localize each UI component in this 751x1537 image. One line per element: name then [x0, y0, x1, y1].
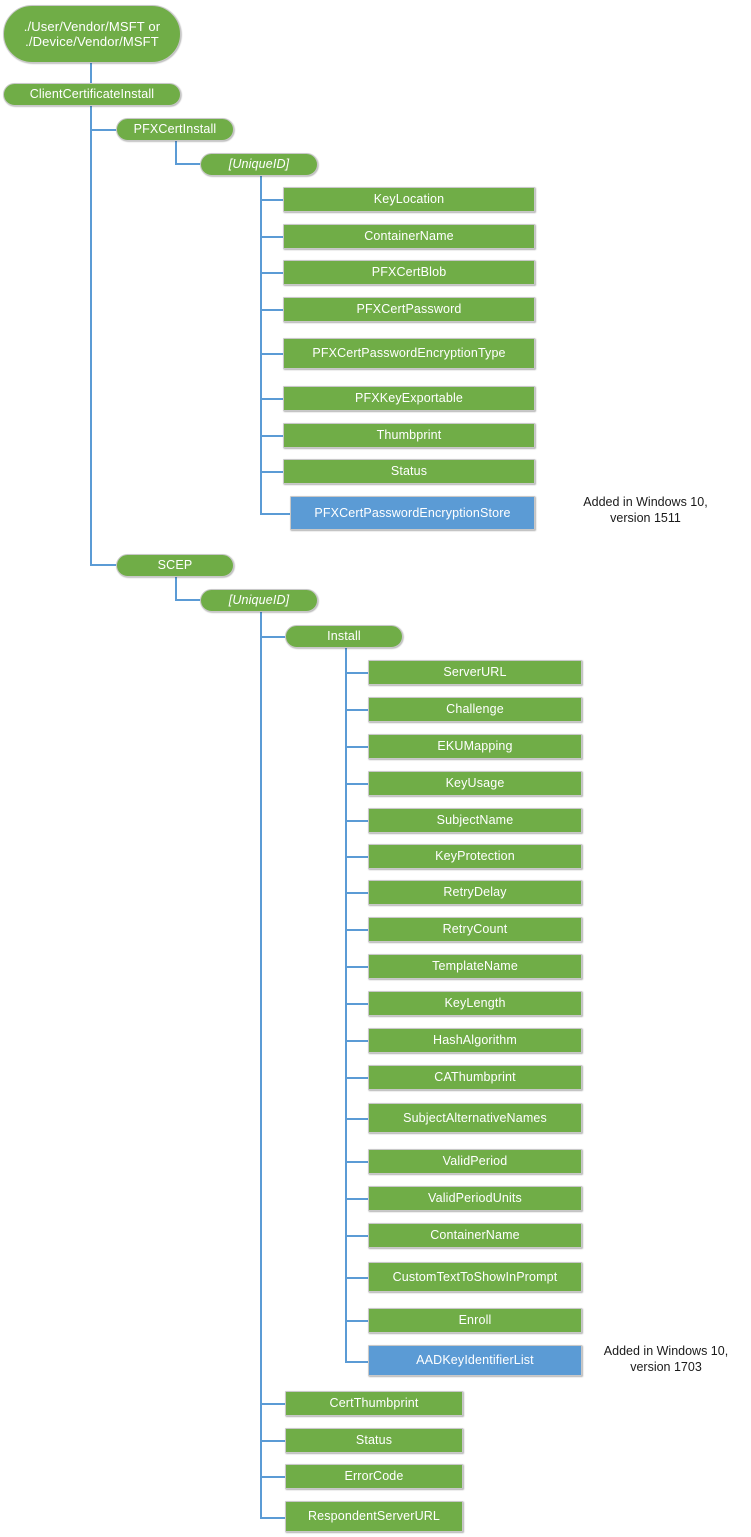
leaf-scep-status[interactable]: Status	[285, 1428, 463, 1453]
node-scep-install[interactable]: Install	[285, 625, 403, 648]
leaf-ekumapping[interactable]: EKUMapping	[368, 734, 582, 759]
connector-install-spine	[345, 648, 347, 1363]
leaf-status[interactable]: Status	[283, 459, 535, 484]
node-pfx-unique-id[interactable]: [UniqueID]	[200, 153, 318, 176]
connector-install-child-stub	[345, 1235, 369, 1237]
connector-install-child-stub	[345, 746, 369, 748]
connector-install-child-stub	[345, 1161, 369, 1163]
leaf-cathumbprint[interactable]: CAThumbprint	[368, 1065, 582, 1090]
leaf-pfxcertblob[interactable]: PFXCertBlob	[283, 260, 535, 285]
leaf-validperiod[interactable]: ValidPeriod	[368, 1149, 582, 1174]
connector-scep-leaf-stub	[260, 1440, 286, 1442]
connector-pfx-child-stub	[260, 236, 284, 238]
node-scep[interactable]: SCEP	[116, 554, 234, 577]
leaf-pfxkeyexportable[interactable]: PFXKeyExportable	[283, 386, 535, 411]
leaf-pfxcertpasswordencryptiontype[interactable]: PFXCertPasswordEncryptionType	[283, 338, 535, 369]
connector-pfx-child-stub	[260, 309, 284, 311]
connector-scep-leaf-stub	[260, 1403, 286, 1405]
leaf-keylocation[interactable]: KeyLocation	[283, 187, 535, 212]
connector-install-child-stub	[345, 1077, 369, 1079]
connector-cci-spine	[90, 105, 92, 566]
leaf-customtexttoshowinprompt[interactable]: CustomTextToShowInPrompt	[368, 1262, 582, 1292]
leaf-serverurl[interactable]: ServerURL	[368, 660, 582, 685]
connector-install-child-stub	[345, 820, 369, 822]
leaf-subjectname[interactable]: SubjectName	[368, 808, 582, 833]
leaf-keyprotection[interactable]: KeyProtection	[368, 844, 582, 869]
connector-scep-uniqueid-spine	[260, 611, 262, 1518]
leaf-scep-containername[interactable]: ContainerName	[368, 1223, 582, 1248]
note-scep-added-in-windows: Added in Windows 10, version 1703	[603, 1344, 729, 1375]
connector-pfx-child-stub	[260, 353, 284, 355]
connector-pfx-child-stub	[260, 513, 290, 515]
leaf-hashalgorithm[interactable]: HashAlgorithm	[368, 1028, 582, 1053]
connector-scep-leaf-stub	[260, 1517, 286, 1519]
node-client-certificate-install[interactable]: ClientCertificateInstall	[3, 83, 181, 106]
leaf-respondentserverurl[interactable]: RespondentServerURL	[285, 1501, 463, 1532]
connector-root-to-cci	[90, 62, 92, 83]
connector-pfxcertinstall-drop	[175, 141, 177, 164]
node-root[interactable]: ./User/Vendor/MSFT or ./Device/Vendor/MS…	[3, 5, 181, 63]
connector-scep-leaf-stub	[260, 1476, 286, 1478]
connector-cci-to-scep	[90, 564, 117, 566]
connector-install-child-stub	[345, 709, 369, 711]
node-pfx-cert-install[interactable]: PFXCertInstall	[116, 118, 234, 141]
connector-pfx-child-stub	[260, 435, 284, 437]
leaf-pfxcertpasswordencryptionstore[interactable]: PFXCertPasswordEncryptionStore	[290, 496, 535, 530]
leaf-validperiodunits[interactable]: ValidPeriodUnits	[368, 1186, 582, 1211]
connector-install-child-stub	[345, 929, 369, 931]
connector-install-child-stub	[345, 1003, 369, 1005]
connector-scep-drop	[175, 576, 177, 600]
connector-pfx-child-stub	[260, 199, 284, 201]
leaf-aadkeyidentifierlist[interactable]: AADKeyIdentifierList	[368, 1345, 582, 1376]
connector-install-child-stub	[345, 892, 369, 894]
connector-install-child-stub	[345, 1040, 369, 1042]
connector-scep-uniqueid-to-install	[260, 636, 287, 638]
connector-install-child-stub	[345, 1118, 369, 1120]
leaf-subjectalternativenames[interactable]: SubjectAlternativeNames	[368, 1103, 582, 1133]
leaf-templatename[interactable]: TemplateName	[368, 954, 582, 979]
connector-install-child-stub	[345, 783, 369, 785]
leaf-pfxcertpassword[interactable]: PFXCertPassword	[283, 297, 535, 322]
note-pfx-added-in-windows: Added in Windows 10, version 1511	[583, 495, 708, 526]
node-scep-unique-id[interactable]: [UniqueID]	[200, 589, 318, 612]
leaf-enroll[interactable]: Enroll	[368, 1308, 582, 1333]
connector-scep-to-uniqueid	[175, 599, 202, 601]
leaf-challenge[interactable]: Challenge	[368, 697, 582, 722]
connector-pfx-child-stub	[260, 471, 284, 473]
connector-install-child-stub	[345, 1320, 369, 1322]
connector-install-child-stub	[345, 966, 369, 968]
connector-pfx-uniqueid-spine	[260, 176, 262, 514]
leaf-errorcode[interactable]: ErrorCode	[285, 1464, 463, 1489]
connector-pfxcertinstall-to-uniqueid	[175, 163, 202, 165]
leaf-certthumbprint[interactable]: CertThumbprint	[285, 1391, 463, 1416]
leaf-containername[interactable]: ContainerName	[283, 224, 535, 249]
leaf-keyusage[interactable]: KeyUsage	[368, 771, 582, 796]
connector-install-child-stub	[345, 1277, 369, 1279]
leaf-retrycount[interactable]: RetryCount	[368, 917, 582, 942]
connector-install-child-stub	[345, 672, 369, 674]
leaf-thumbprint[interactable]: Thumbprint	[283, 423, 535, 448]
leaf-retrydelay[interactable]: RetryDelay	[368, 880, 582, 905]
connector-install-child-stub	[345, 1361, 369, 1363]
connector-install-child-stub	[345, 1198, 369, 1200]
connector-pfx-child-stub	[260, 272, 284, 274]
leaf-keylength[interactable]: KeyLength	[368, 991, 582, 1016]
connector-pfx-child-stub	[260, 398, 284, 400]
connector-install-child-stub	[345, 856, 369, 858]
connector-cci-to-pfxcertinstall	[90, 129, 125, 131]
